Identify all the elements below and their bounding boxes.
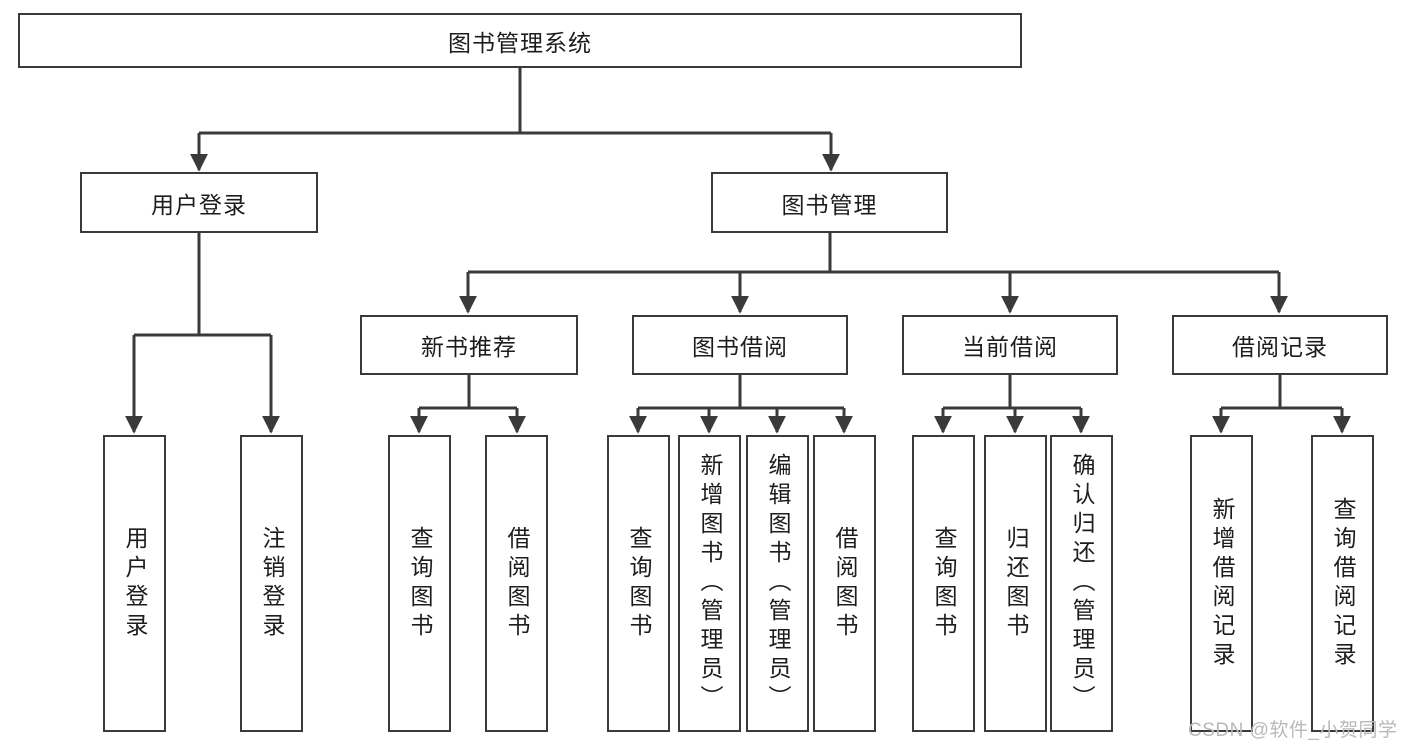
node-current-borrow[interactable]: 当前借阅 (902, 315, 1118, 375)
node-leaf-query-record-label: 查询借阅记录 (1330, 496, 1356, 671)
node-leaf-add-book-label: 新增图书（管理员） (697, 453, 723, 714)
node-leaf-query-book-1[interactable]: 查询图书 (388, 435, 451, 732)
node-leaf-query-book-3-label: 查询图书 (931, 525, 957, 642)
node-leaf-logout[interactable]: 注销登录 (240, 435, 303, 732)
node-user-login-label: 用户登录 (151, 191, 247, 218)
node-leaf-confirm-return[interactable]: 确认归还（管理员） (1050, 435, 1113, 732)
node-leaf-borrow-book-1[interactable]: 借阅图书 (485, 435, 548, 732)
node-leaf-user-login-label: 用户登录 (122, 525, 148, 642)
node-book-manage[interactable]: 图书管理 (711, 172, 948, 233)
node-current-borrow-label: 当前借阅 (962, 334, 1058, 360)
node-leaf-borrow-book-2[interactable]: 借阅图书 (813, 435, 876, 732)
node-new-book-recommend-label: 新书推荐 (421, 334, 517, 360)
node-leaf-query-book-2-label: 查询图书 (626, 525, 652, 642)
node-leaf-confirm-return-label: 确认归还（管理员） (1069, 453, 1095, 714)
node-borrow-record-label: 借阅记录 (1232, 334, 1328, 360)
node-leaf-logout-label: 注销登录 (259, 525, 285, 642)
node-root[interactable]: 图书管理系统 (18, 13, 1022, 68)
node-leaf-add-record[interactable]: 新增借阅记录 (1190, 435, 1253, 732)
node-leaf-borrow-book-2-label: 借阅图书 (832, 525, 858, 642)
node-leaf-return-book-label: 归还图书 (1003, 525, 1029, 642)
node-leaf-user-login[interactable]: 用户登录 (103, 435, 166, 732)
node-book-borrow[interactable]: 图书借阅 (632, 315, 848, 375)
node-leaf-add-record-label: 新增借阅记录 (1209, 496, 1235, 671)
node-leaf-return-book[interactable]: 归还图书 (984, 435, 1047, 732)
node-leaf-query-book-1-label: 查询图书 (407, 525, 433, 642)
node-leaf-query-book-2[interactable]: 查询图书 (607, 435, 670, 732)
node-leaf-edit-book-label: 编辑图书（管理员） (765, 453, 791, 714)
node-root-label: 图书管理系统 (448, 29, 592, 56)
node-new-book-recommend[interactable]: 新书推荐 (360, 315, 578, 375)
node-leaf-borrow-book-1-label: 借阅图书 (504, 525, 530, 642)
watermark: CSDN @软件_小贺同学 (1188, 720, 1398, 741)
node-user-login[interactable]: 用户登录 (80, 172, 318, 233)
node-leaf-edit-book[interactable]: 编辑图书（管理员） (746, 435, 809, 732)
node-leaf-add-book[interactable]: 新增图书（管理员） (678, 435, 741, 732)
node-book-manage-label: 图书管理 (781, 191, 878, 218)
node-book-borrow-label: 图书借阅 (692, 334, 788, 360)
node-borrow-record[interactable]: 借阅记录 (1172, 315, 1388, 375)
node-leaf-query-book-3[interactable]: 查询图书 (912, 435, 975, 732)
node-leaf-query-record[interactable]: 查询借阅记录 (1311, 435, 1374, 732)
